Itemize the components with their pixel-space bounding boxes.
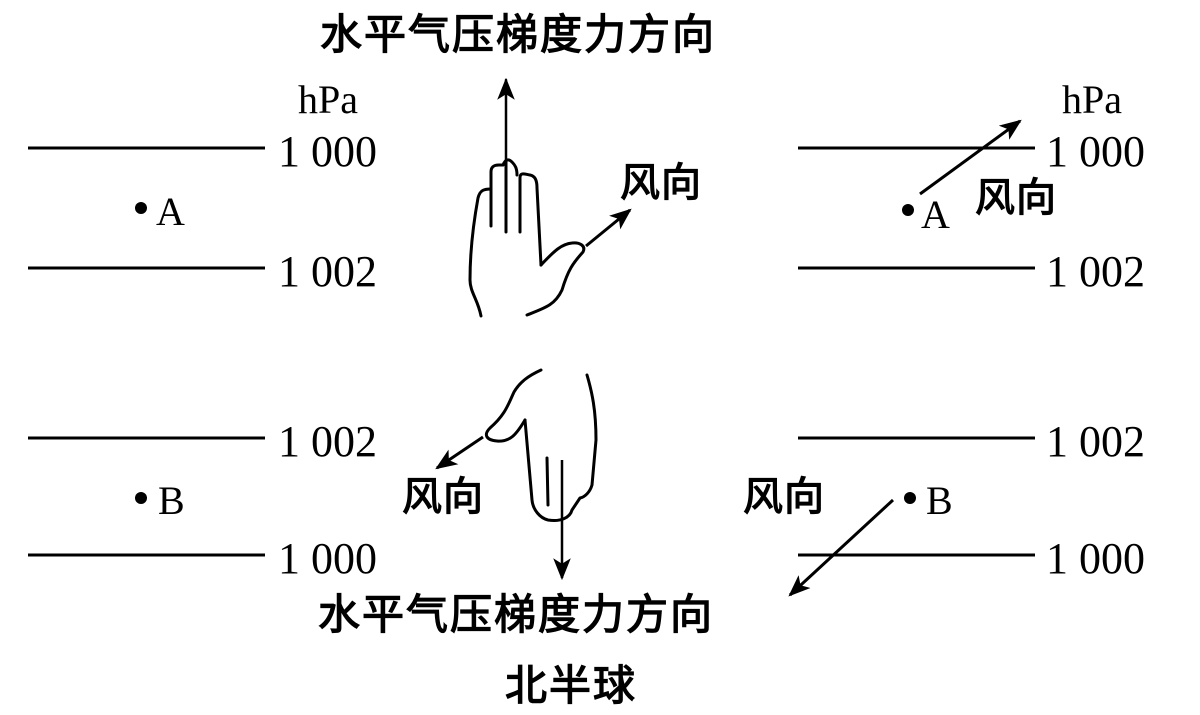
right-point-a-dot [902, 204, 914, 216]
left-upper-isobar-bottom-label: 1 002 [278, 247, 377, 296]
right-point-b-label: B [926, 478, 953, 523]
right-point-b-dot [904, 492, 916, 504]
title-top-pgf-direction: 水平气压梯度力方向 [320, 10, 717, 59]
right-upper-wind-label: 风向 [975, 174, 1057, 221]
right-point-a-label: A [921, 192, 950, 237]
lower-hand-wind-label: 风向 [402, 473, 484, 520]
lower-hand-icon [484, 368, 598, 522]
right-unit-label: hPa [1062, 77, 1122, 122]
right-lower-wind-label: 风向 [743, 473, 825, 520]
left-point-a-dot [135, 202, 147, 214]
right-upper-wind-arrow-icon [919, 119, 1022, 196]
title-bottom-pgf-direction: 水平气压梯度力方向 [318, 590, 715, 639]
left-lower-isobar-bottom-label: 1 000 [278, 534, 377, 583]
left-point-a-label: A [156, 189, 185, 234]
left-point-b-label: B [158, 478, 185, 523]
right-lower-isobar-top-label: 1 002 [1046, 417, 1145, 466]
right-lower-wind-arrow-icon [788, 498, 895, 597]
left-point-b-dot [135, 492, 147, 504]
left-unit-label: hPa [298, 77, 358, 122]
left-upper-isobar-top-label: 1 000 [278, 127, 377, 176]
upper-hand-wind-label: 风向 [620, 159, 702, 206]
upper-hand-wind-arrow-icon [585, 208, 632, 248]
right-upper-isobar-bottom-label: 1 002 [1046, 247, 1145, 296]
right-isobars [798, 146, 1035, 557]
caption-northern-hemisphere: 北半球 [505, 661, 638, 710]
upper-hand-icon [468, 77, 586, 318]
right-lower-isobar-bottom-label: 1 000 [1046, 534, 1145, 583]
points [135, 202, 916, 504]
right-upper-isobar-top-label: 1 000 [1046, 127, 1145, 176]
left-lower-isobar-top-label: 1 002 [278, 417, 377, 466]
lower-hand-wind-arrow-icon [435, 435, 484, 470]
left-isobars [28, 146, 265, 557]
